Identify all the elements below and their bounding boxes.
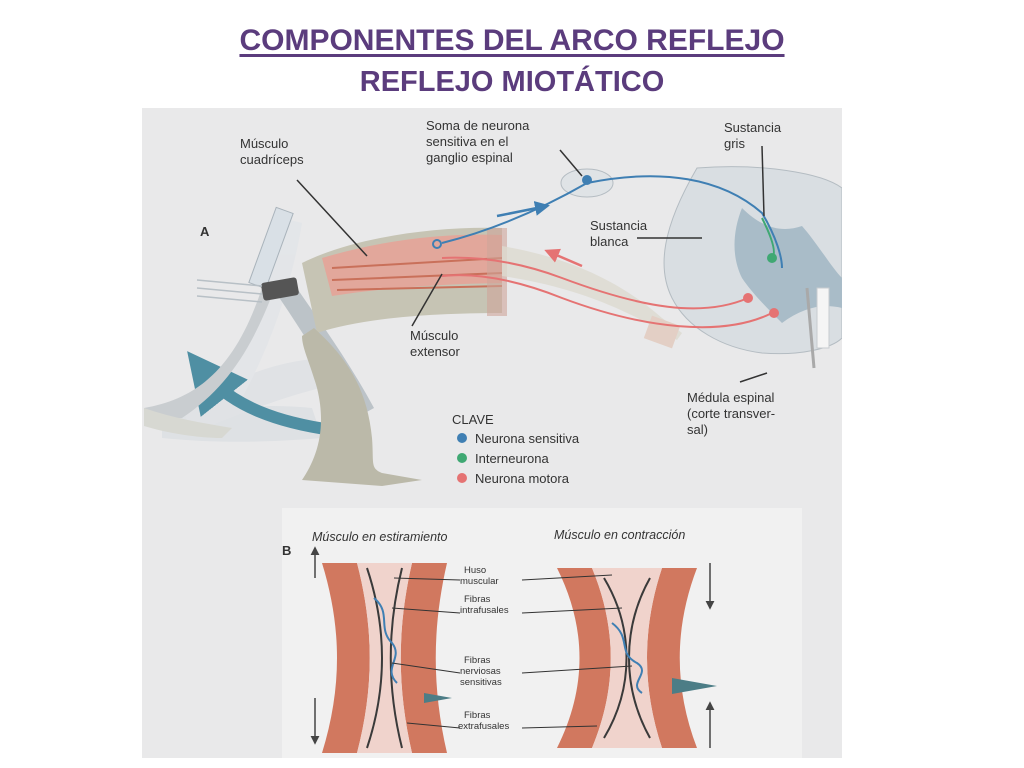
label-extensor: Músculo extensor xyxy=(410,328,461,359)
label-sensory-nerve-fibers: Fibras nerviosas sensitivas xyxy=(460,655,502,688)
label-white-matter: Sustancia blanca xyxy=(590,218,648,249)
label-quadriceps: Músculo cuadríceps xyxy=(240,136,304,167)
panel-b: B Músculo en estiramiento Músculo en con… xyxy=(282,508,802,758)
svg-text:sensitiva en el: sensitiva en el xyxy=(426,134,508,149)
legend-swatch-motor xyxy=(457,473,467,483)
motor-neuron-path xyxy=(441,248,779,329)
svg-text:Médula espinal: Médula espinal xyxy=(687,390,775,405)
legend: CLAVE Neurona sensitiva Interneurona Neu… xyxy=(452,412,580,486)
sensory-neuron-path xyxy=(432,175,783,269)
legend-title: CLAVE xyxy=(452,412,494,427)
label-intrafusal: Fibras intrafusales xyxy=(460,594,509,616)
svg-text:Huso: Huso xyxy=(464,565,486,576)
interneuron-path xyxy=(761,217,777,263)
reflex-arc-figure: A xyxy=(142,108,842,758)
legend-item-interneuron: Interneurona xyxy=(457,451,549,466)
svg-text:Músculo: Músculo xyxy=(410,328,458,343)
panel-a: A xyxy=(144,118,842,486)
stretched-muscle xyxy=(310,546,452,753)
panel-b-leaders xyxy=(391,574,633,729)
panel-a-letter: A xyxy=(200,224,210,239)
page-title: COMPONENTES DEL ARCO REFLEJO xyxy=(239,24,785,57)
legend-swatch-sensory xyxy=(457,433,467,443)
header-stretch: Músculo en estiramiento xyxy=(312,530,448,544)
label-spinal-cord: Médula espinal (corte transver- sal) xyxy=(687,390,775,437)
page-subtitle: REFLEJO MIOTÁTICO xyxy=(359,66,665,98)
label-extrafusal: Fibras extrafusales xyxy=(458,710,509,732)
svg-text:Interneurona: Interneurona xyxy=(475,451,549,466)
gray-matter xyxy=(734,208,842,323)
svg-text:Sustancia: Sustancia xyxy=(724,120,782,135)
svg-text:blanca: blanca xyxy=(590,234,629,249)
svg-text:intrafusales: intrafusales xyxy=(460,605,509,616)
spinal-cord xyxy=(663,166,842,369)
svg-text:Soma de neurona: Soma de neurona xyxy=(426,118,530,133)
label-leaders xyxy=(296,145,768,383)
standing-leg xyxy=(302,328,422,486)
svg-text:sal): sal) xyxy=(687,422,708,437)
svg-text:muscular: muscular xyxy=(460,576,499,587)
svg-text:Neurona motora: Neurona motora xyxy=(475,471,570,486)
svg-text:ganglio espinal: ganglio espinal xyxy=(426,150,513,165)
label-soma: Soma de neurona sensitiva en el ganglio … xyxy=(426,118,530,165)
svg-text:extrafusales: extrafusales xyxy=(458,721,509,732)
header-contraction: Músculo en contracción xyxy=(554,528,685,542)
svg-text:Fibras: Fibras xyxy=(464,710,491,721)
svg-text:extensor: extensor xyxy=(410,344,461,359)
contracted-muscle xyxy=(557,563,717,748)
svg-text:gris: gris xyxy=(724,136,745,151)
svg-text:Sustancia: Sustancia xyxy=(590,218,648,233)
svg-text:Músculo: Músculo xyxy=(240,136,288,151)
svg-text:Neurona sensitiva: Neurona sensitiva xyxy=(475,431,580,446)
svg-text:nerviosas: nerviosas xyxy=(460,666,501,677)
svg-text:Fibras: Fibras xyxy=(464,655,491,666)
motion-lines xyxy=(196,279,263,303)
svg-text:(corte transver-: (corte transver- xyxy=(687,406,775,421)
quadriceps-muscle xyxy=(322,234,502,296)
svg-text:cuadríceps: cuadríceps xyxy=(240,152,304,167)
legend-swatch-interneuron xyxy=(457,453,467,463)
label-gray-matter: Sustancia gris xyxy=(724,120,782,151)
svg-text:Fibras: Fibras xyxy=(464,594,491,605)
panel-b-letter: B xyxy=(282,543,291,558)
legend-item-sensory: Neurona sensitiva xyxy=(457,431,580,446)
legend-item-motor: Neurona motora xyxy=(457,471,570,486)
spinal-nerve xyxy=(502,246,682,340)
label-huso: Huso muscular xyxy=(460,565,499,587)
svg-text:sensitivas: sensitivas xyxy=(460,677,502,688)
